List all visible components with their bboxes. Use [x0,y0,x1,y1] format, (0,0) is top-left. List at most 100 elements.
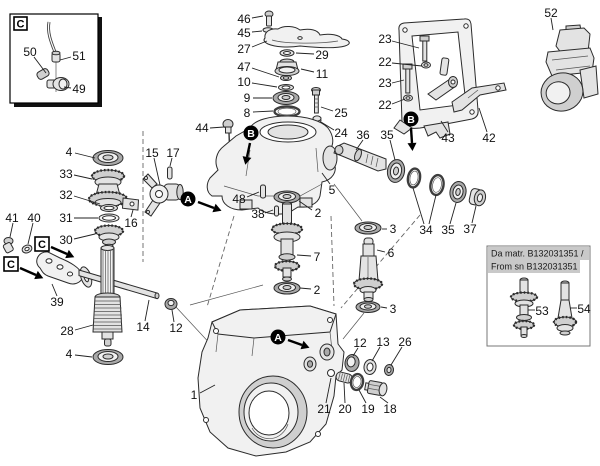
part-label-38: 38 [251,207,265,221]
part-7-gear-shaft [270,201,304,282]
leader-line [389,139,396,161]
inset-serial-box: Da matr. B132031351 / From sn B132031351 [486,245,591,347]
leader-line [33,56,47,74]
leader-line [74,354,93,358]
part-label-26: 26 [398,335,412,349]
leader-line [246,191,260,198]
leader-line [428,194,437,225]
leader-line [144,299,150,322]
leader-line [27,222,34,245]
part-label-45: 45 [237,26,251,40]
frame-lever [427,57,458,101]
leader-line [391,40,420,49]
part-50-plug [36,68,50,80]
leader-line [376,249,386,253]
leader-line [130,209,134,218]
part-label-51: 51 [72,49,86,63]
part-label-6: 6 [388,246,395,260]
leader-line [251,40,268,48]
leader-line [73,174,93,180]
part-9-bearing [272,91,300,105]
part-35-bearing-rear [449,181,467,203]
leader-line [59,56,72,61]
part-label-43: 43 [441,131,455,145]
part-49-fitting [46,77,70,91]
leader-line [478,107,488,133]
part-label-31: 31 [59,211,73,225]
part-label-35: 35 [441,223,455,237]
view-badge-B [243,125,259,141]
part-5-top-housing [206,115,338,215]
part-22-washer-lower [403,94,413,102]
part-6-shaft [352,237,384,302]
leader-line [252,110,274,113]
part-48-pin [260,184,266,199]
leader-line [251,15,264,19]
part-label-18: 18 [383,402,397,416]
inset-shadow [98,17,102,107]
part-label-22: 22 [378,55,392,69]
part-2-bearing-top [273,190,301,204]
part-label-33: 33 [59,167,73,181]
part-label-2: 2 [314,283,321,297]
leader-line [343,382,346,404]
part-label-3: 3 [390,222,397,236]
part-label-24: 24 [334,126,348,140]
direction-arrow [50,245,68,256]
part-21-ball [327,369,335,377]
leader-line [390,346,403,366]
leader-line [550,17,554,31]
part-label-40: 40 [27,211,41,225]
part-label-54: 54 [577,302,591,316]
part-29-ring [279,49,295,57]
direction-arrow [245,142,252,158]
part-label-9: 9 [244,91,251,105]
part-4-bearing-top [92,150,124,166]
part-35-bearing-front [386,159,406,183]
view-badge-letter-A: A [274,332,282,344]
direction-arrow-head [242,156,252,165]
part-36-input-shaft [333,142,387,172]
part-14-rod [78,269,160,300]
leader-line [358,389,367,404]
leader-line [296,254,312,257]
leader-line [440,120,449,133]
direction-arrow [19,266,37,277]
part-8-o-ring [273,105,301,118]
leader-line [391,98,406,105]
leader-line [412,187,425,225]
view-badge-letter-A: A [184,194,192,206]
part-18-plug [364,380,388,397]
part-38-key [274,205,279,217]
part-28-splined-shaft [92,245,123,347]
part-label-34: 34 [419,223,433,237]
direction-arrow [409,127,414,144]
leader-line [300,68,315,73]
leader-line [169,157,173,167]
part-label-47: 47 [237,60,251,74]
part-23-bolt-upper [419,35,430,62]
part-2-bearing-bottom [273,281,301,295]
part-12-cap-left [164,298,178,310]
direction-arrow [287,338,303,347]
part-label-11: 11 [316,67,329,81]
part-17-pin [167,166,173,180]
part-16-lever [121,197,140,211]
part-label-25: 25 [334,106,348,120]
main-housing-group [197,305,395,457]
direction-arrow-head [65,249,75,259]
direction-arrow-head [212,203,222,213]
direction-arrow [197,200,215,210]
part-1-main-housing [197,305,345,457]
part-label-7: 7 [314,250,321,264]
part-22-washer-upper [421,61,431,69]
leader-line [355,139,364,151]
leader-line [352,347,359,357]
inset-header-bg [488,260,580,273]
part-label-50: 50 [23,45,37,59]
part-32-ring [100,204,118,212]
part-label-14: 14 [136,320,150,334]
part-label-29: 29 [315,48,329,62]
